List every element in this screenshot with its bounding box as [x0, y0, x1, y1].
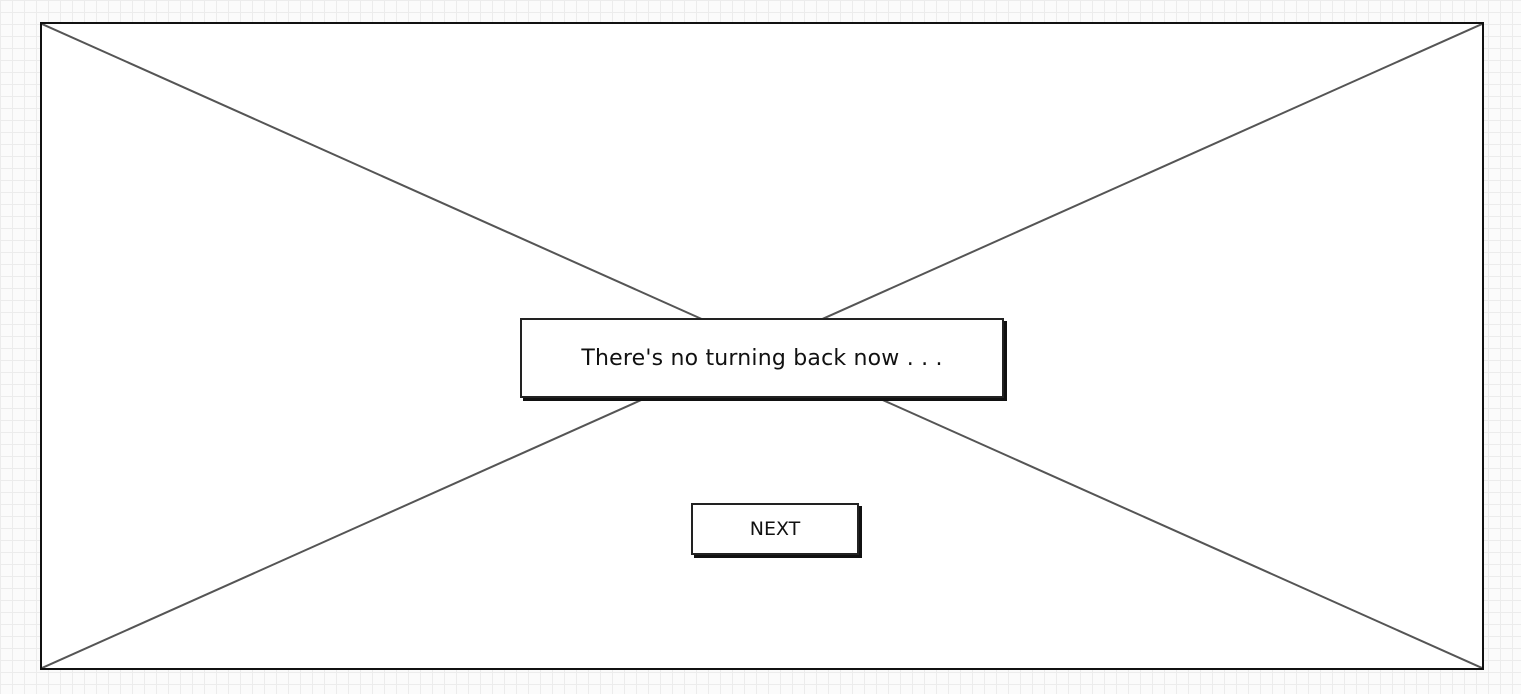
dialog-message: There's no turning back now . . .: [581, 345, 943, 371]
next-button-label: NEXT: [749, 518, 801, 540]
message-dialog: There's no turning back now . . .: [520, 318, 1004, 398]
next-button[interactable]: NEXT: [691, 503, 859, 555]
